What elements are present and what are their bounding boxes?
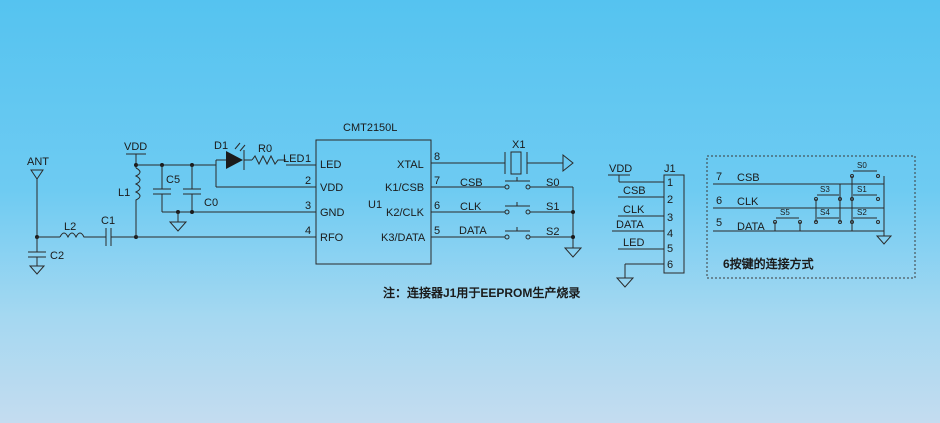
pin-num: 1 bbox=[305, 153, 311, 165]
c0-label: C0 bbox=[204, 197, 218, 209]
j1-pin-num: 4 bbox=[667, 228, 673, 240]
j1-pin-num: 3 bbox=[667, 212, 673, 224]
six-key-switch-s5-icon bbox=[773, 217, 802, 224]
six-key-switch-s4-icon bbox=[814, 217, 842, 224]
l1-label: L1 bbox=[118, 187, 130, 199]
d1-label: D1 bbox=[214, 140, 228, 152]
pin-name: K1/CSB bbox=[385, 182, 424, 194]
j1-pin-num: 1 bbox=[667, 177, 673, 189]
six-key-switch-s3-icon bbox=[814, 194, 842, 201]
pin-name: XTAL bbox=[397, 159, 424, 171]
j1-pin-label: LED bbox=[623, 237, 644, 249]
pin-name: RFO bbox=[320, 232, 344, 244]
j1-pin-label: DATA bbox=[616, 219, 644, 231]
chip-ref: U1 bbox=[368, 199, 382, 211]
j1-pin-label: CSB bbox=[623, 185, 646, 197]
six-key-switch-s0-icon bbox=[850, 170, 880, 178]
chip-name: CMT2150L bbox=[343, 122, 397, 134]
six-key-switch-s2-icon bbox=[850, 217, 880, 224]
switch-label: S2 bbox=[546, 226, 559, 238]
switch-s2-icon bbox=[504, 227, 531, 240]
ground-icon bbox=[563, 247, 583, 258]
six-key-switch-label: S0 bbox=[857, 161, 867, 170]
six-key-row-net: DATA bbox=[737, 221, 765, 233]
r0-label: R0 bbox=[258, 143, 272, 155]
switch-label: S1 bbox=[546, 201, 559, 213]
led-net-label: LED bbox=[283, 153, 304, 165]
pin-num: 2 bbox=[305, 175, 311, 187]
six-key-switch-label: S1 bbox=[857, 185, 867, 194]
pin-num: 5 bbox=[434, 225, 440, 237]
six-key-caption: 6按键的连接方式 bbox=[723, 256, 814, 271]
six-key-row-num: 5 bbox=[716, 217, 722, 229]
pin-num: 3 bbox=[305, 200, 311, 212]
six-key-switch-label: S5 bbox=[780, 208, 790, 217]
x1-label: X1 bbox=[512, 139, 525, 151]
j1-ref: J1 bbox=[664, 163, 676, 175]
resistor-r0-icon bbox=[251, 154, 286, 166]
inductor-l1-icon bbox=[134, 167, 141, 237]
pin-name: VDD bbox=[320, 182, 343, 194]
ground-icon bbox=[562, 153, 574, 173]
switch-label: S0 bbox=[546, 177, 559, 189]
l2-label: L2 bbox=[64, 221, 76, 233]
six-key-row-num: 7 bbox=[716, 171, 722, 183]
pin-num: 7 bbox=[434, 175, 440, 187]
six-key-panel bbox=[706, 155, 916, 279]
pin-name: K2/CLK bbox=[386, 207, 425, 219]
j1-pin-label: CLK bbox=[623, 204, 645, 216]
switch-net-label: DATA bbox=[459, 225, 487, 237]
ant-label: ANT bbox=[27, 156, 49, 168]
pin-name: K3/DATA bbox=[381, 232, 426, 244]
c2-label: C2 bbox=[50, 250, 64, 262]
pin-num: 8 bbox=[434, 151, 440, 163]
ground-icon bbox=[28, 265, 46, 275]
pin-num: 6 bbox=[434, 200, 440, 212]
j1-vdd-label: VDD bbox=[609, 163, 632, 175]
j1-pin-num: 2 bbox=[667, 194, 673, 206]
vdd-top-label: VDD bbox=[124, 141, 147, 153]
antenna-icon bbox=[30, 169, 44, 180]
j1-pin-num: 5 bbox=[667, 243, 673, 255]
note-text: 注：连接器J1用于EEPROM生产烧录 bbox=[383, 285, 580, 300]
pin-num: 4 bbox=[305, 225, 311, 237]
switch-s0-icon bbox=[504, 177, 531, 190]
six-key-switch-s1-icon bbox=[850, 194, 880, 201]
switch-s1-icon bbox=[504, 202, 531, 215]
six-key-switch-label: S3 bbox=[820, 185, 830, 194]
six-key-row-num: 6 bbox=[716, 195, 722, 207]
j1-pin-num: 6 bbox=[667, 259, 673, 271]
chip-u1 bbox=[315, 139, 432, 265]
ground-icon bbox=[615, 277, 635, 288]
led-d1-icon bbox=[226, 151, 243, 169]
six-key-row-net: CSB bbox=[737, 172, 760, 184]
switch-net-label: CLK bbox=[460, 201, 482, 213]
switch-net-label: CSB bbox=[460, 177, 483, 189]
six-key-switch-label: S4 bbox=[820, 208, 830, 217]
crystal-x1-icon bbox=[510, 151, 522, 175]
six-key-switch-label: S2 bbox=[857, 208, 867, 217]
pin-name: GND bbox=[320, 207, 345, 219]
pin-name: LED bbox=[320, 159, 341, 171]
inductor-l2-icon bbox=[59, 232, 94, 239]
connector-j1 bbox=[663, 174, 685, 274]
c1-label: C1 bbox=[101, 215, 115, 227]
ground-icon bbox=[168, 221, 188, 232]
ground-icon bbox=[875, 235, 893, 245]
c5-label: C5 bbox=[166, 174, 180, 186]
six-key-row-net: CLK bbox=[737, 196, 759, 208]
